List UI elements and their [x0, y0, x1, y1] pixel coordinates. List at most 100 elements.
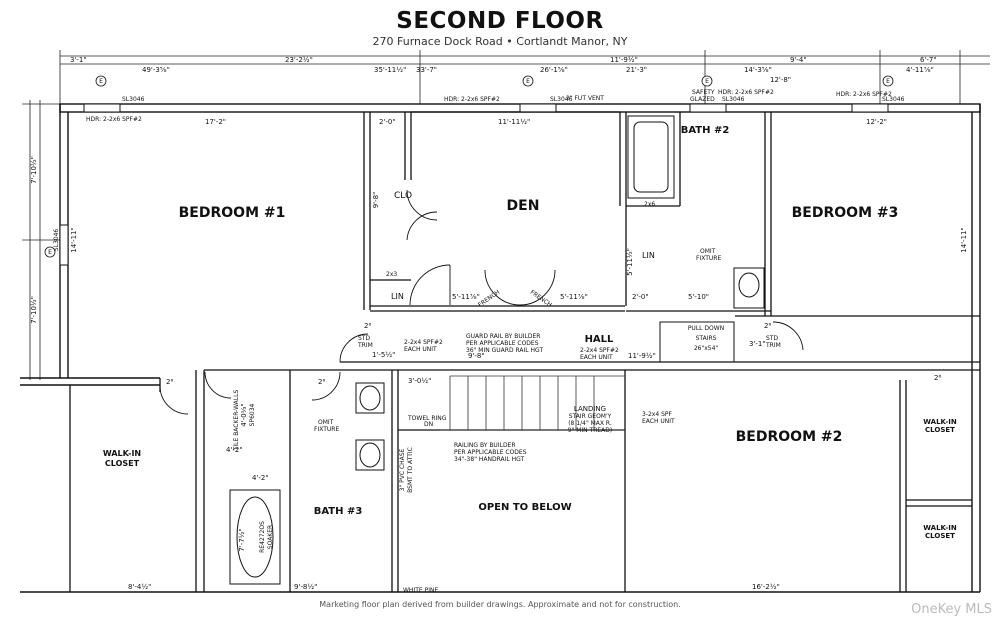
e-marker-4: E — [886, 78, 890, 85]
label-std-trim-right-2: TRIM — [765, 342, 781, 349]
label-stairs-size: 26"x54" — [694, 345, 719, 352]
room-walk-in-closet-right-bottom: WALK-IN — [923, 524, 957, 532]
label-tile-backer: TILE BACKER-WALLS — [233, 390, 240, 452]
dim-door-5: 2⁶ — [934, 374, 941, 382]
label-fut-vent: 2" FUT VENT — [566, 95, 604, 102]
room-landing: LANDING — [574, 405, 606, 413]
dim-bath3-gap: 1'-5½" — [372, 351, 395, 359]
dim-bottom-right: 16'-2½" — [752, 583, 780, 591]
label-dn: DN — [424, 421, 433, 428]
label-std-trim-right: STD — [766, 335, 778, 342]
label-each-unit-2: 2-2x4 SPF#2 — [580, 347, 619, 354]
label-each-unit-2b: EACH UNIT — [580, 354, 613, 361]
label-sl-4: SL3046 — [882, 96, 905, 103]
label-hdr-4: HDR: 2-2x6 SPF#2 — [836, 91, 892, 98]
room-walk-in-closet-right-top-2: CLOSET — [925, 426, 955, 434]
label-each-unit-3: 3-2x4 SPF — [642, 411, 673, 418]
room-bath-3: BATH #3 — [314, 506, 363, 517]
dim-bath3-width: 4'-2" — [226, 446, 243, 454]
page-title: SECOND FLOOR — [396, 8, 604, 34]
dim-soaker-width: 4'-2" — [252, 474, 269, 482]
e-marker-1: E — [99, 78, 103, 85]
dim-stair-width: 3'-0½" — [408, 377, 431, 385]
label-railing: RAILING BY BUILDER — [454, 442, 516, 449]
label-sl-1: SL3046 — [122, 96, 145, 103]
dim-den-lower-1: 5'-11⅞" — [452, 293, 480, 301]
dim-door-1: 2⁶ — [166, 378, 173, 386]
room-den: DEN — [507, 198, 540, 214]
label-stairs: STAIRS — [696, 335, 717, 342]
room-bedroom-3: BEDROOM #3 — [792, 205, 899, 221]
label-hdr-1: HDR: 2-2x6 SPF#2 — [86, 116, 142, 123]
dim-left-v2: 7'-10½" — [30, 296, 38, 324]
label-sp6034: SP6034 — [249, 403, 256, 426]
label-guard-rail-3: 36" MIN GUARD RAIL HGT — [466, 347, 543, 354]
dim-sub-3: 33'-7" — [416, 66, 437, 74]
dim-lin-height: 5'-11½" — [626, 248, 634, 276]
dim-hall-3-1: 3'-1" — [749, 340, 766, 348]
dim-bottom-left: 8'-4½" — [128, 583, 151, 591]
room-bedroom-1: BEDROOM #1 — [179, 205, 286, 221]
room-bath-2: BATH #2 — [681, 125, 730, 136]
dim-sub-8: 4'-11⅞" — [906, 66, 934, 74]
label-railing-2: PER APPLICABLE CODES — [454, 449, 527, 456]
label-pvc-chase: 3" PVC CHASE — [399, 448, 406, 491]
label-omit-fixture-right-2: FIXTURE — [696, 255, 721, 262]
dim-bedroom1-width: 17'-2" — [205, 118, 226, 126]
e-markers — [44, 75, 894, 258]
dim-den-lower-2: 5'-11⅞" — [560, 293, 588, 301]
dim-vanity: 4'-0⅓" — [240, 403, 248, 426]
label-sl-2: SL3046 — [550, 96, 573, 103]
room-bedroom-2: BEDROOM #2 — [736, 429, 843, 445]
room-walk-in-closet-left-2: CLOSET — [105, 459, 140, 468]
label-each-unit-1b: EACH UNIT — [404, 346, 437, 353]
label-each-unit-3b: EACH UNIT — [642, 418, 675, 425]
dim-top-4: 9'-4" — [790, 56, 807, 64]
label-hdr-2: HDR: 2-2x6 SPF#2 — [444, 96, 500, 103]
e-marker-5: E — [48, 249, 52, 256]
door-swings — [159, 189, 804, 415]
label-pull-down: PULL DOWN — [688, 325, 724, 332]
footer-note: Marketing floor plan derived from builde… — [319, 600, 681, 609]
room-open-to-below: OPEN TO BELOW — [478, 502, 571, 513]
label-stair-geom-3: 9" MIN TREAD) — [568, 427, 613, 434]
label-pvc-chase-2: BSMT TO ATTIC — [407, 447, 414, 493]
stair-treads — [440, 375, 625, 431]
dim-clo-height: 9'-8" — [372, 192, 380, 209]
label-towel-ring: TOWEL RING — [407, 415, 447, 422]
label-sl-3: SL3046 — [722, 96, 745, 103]
fixtures — [229, 115, 765, 585]
dim-hall-right: 11'-9½" — [628, 352, 656, 360]
room-walk-in-closet-left: WALK-IN — [103, 449, 141, 458]
dim-bedroom3-width: 12'-2" — [866, 118, 887, 126]
dim-door-4: 2⁶ — [764, 322, 771, 330]
label-soaker: RE4272OS — [259, 521, 266, 553]
label-lin-2: LIN — [642, 251, 655, 260]
label-std-trim-left-2: TRIM — [357, 342, 373, 349]
dim-top-3: 11'-9½" — [610, 56, 638, 64]
dim-bedroom3-height: 14'-11" — [960, 227, 968, 252]
label-2x6: 2x6 — [644, 201, 655, 208]
label-sl-left: SL3046 — [53, 229, 60, 252]
e-marker-3: E — [705, 78, 709, 85]
label-stair-geom: STAIR GEOM'Y — [569, 413, 612, 420]
dim-sub-7: 12'-8" — [770, 76, 791, 84]
label-omit-fixture-right: OMIT — [700, 248, 716, 255]
dim-hall-width: 9'-8" — [468, 352, 485, 360]
interior-walls — [69, 111, 980, 592]
label-white-pine: WHITE PINE — [403, 587, 438, 594]
dim-door-3: 2⁶ — [364, 322, 371, 330]
label-each-unit-1: 2-2x4 SPF#2 — [404, 339, 443, 346]
dim-sub-1: 49'-3⅝" — [142, 66, 170, 74]
e-marker-2: E — [526, 78, 530, 85]
label-clo: CLO — [394, 191, 412, 201]
room-hall: HALL — [585, 334, 614, 345]
dim-den-width: 11'-11½" — [498, 118, 530, 126]
dim-sub-6: 14'-3⅝" — [744, 66, 772, 74]
room-walk-in-closet-right-top: WALK-IN — [923, 418, 957, 426]
windows — [59, 103, 889, 266]
watermark-logo: OneKey MLS — [911, 602, 992, 617]
label-safety: SAFETY — [692, 89, 715, 96]
dim-left-v1: 7'-10½" — [30, 156, 38, 184]
